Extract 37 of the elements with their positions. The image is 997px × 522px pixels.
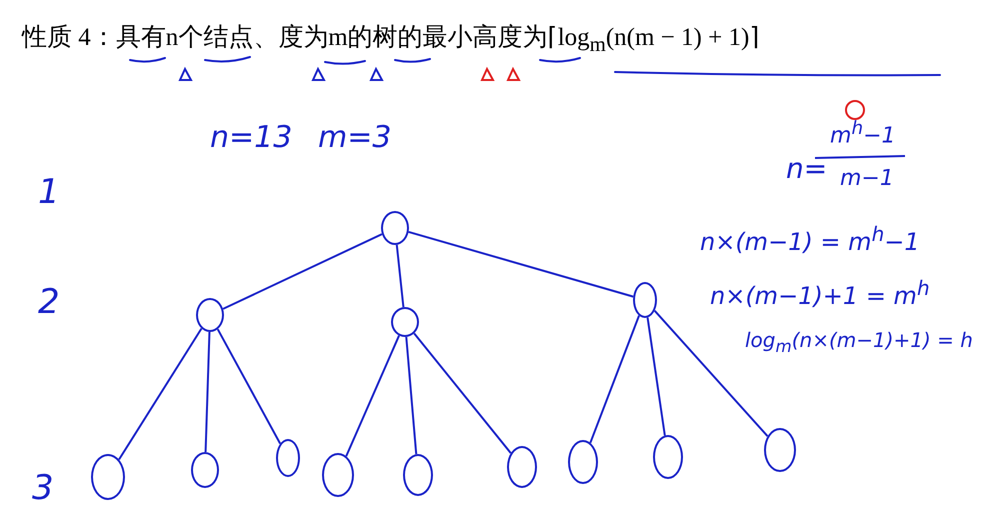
tree-edge [204,332,210,452]
circle-node [507,446,537,488]
tree-edge [216,328,282,444]
circle-node [403,454,433,496]
formula-text: n×(m−1) = m$^{h}$−1 [700,222,920,256]
formula-text: m−1 [840,166,894,191]
tree-edge [405,336,418,454]
circle-node [568,440,598,484]
tree-edge [646,317,666,436]
tree-edge [408,230,634,298]
tree-edge [222,233,382,310]
formula-text: log$_{m}$(n×(m−1)+1) = h [745,328,973,356]
formula-text: n×(m−1)+1 = m$^{h}$ [710,276,930,310]
title: 性质 4：具有n个结点、度为m的树的最小高度为⌈log$_{m}$(n(m − 1) + 1)⌉ [22,22,760,57]
tree-edge [589,315,640,444]
circle-node [196,298,224,332]
tree-edge [345,335,400,457]
tree-edge [396,244,404,308]
given-value: m=3 [318,120,392,155]
tree-edge [654,310,768,437]
formula-text: m$^{h}$−1 [830,118,896,148]
level-number: 2 [38,282,60,322]
circle-node [764,428,796,472]
circle-node [653,435,683,479]
circle-node [276,439,300,477]
level-number: 1 [38,172,60,212]
circle-node [91,454,125,500]
tree-edge [413,332,512,454]
tree-edge [118,328,202,460]
level-number: 3 [32,468,54,508]
circle-node [633,282,657,318]
circle-node [322,453,354,497]
given-value: n=13 [210,120,292,155]
circle-node [391,307,419,337]
formula-text: n= [786,152,828,185]
circle-node [381,211,409,245]
circle-node [191,452,219,488]
